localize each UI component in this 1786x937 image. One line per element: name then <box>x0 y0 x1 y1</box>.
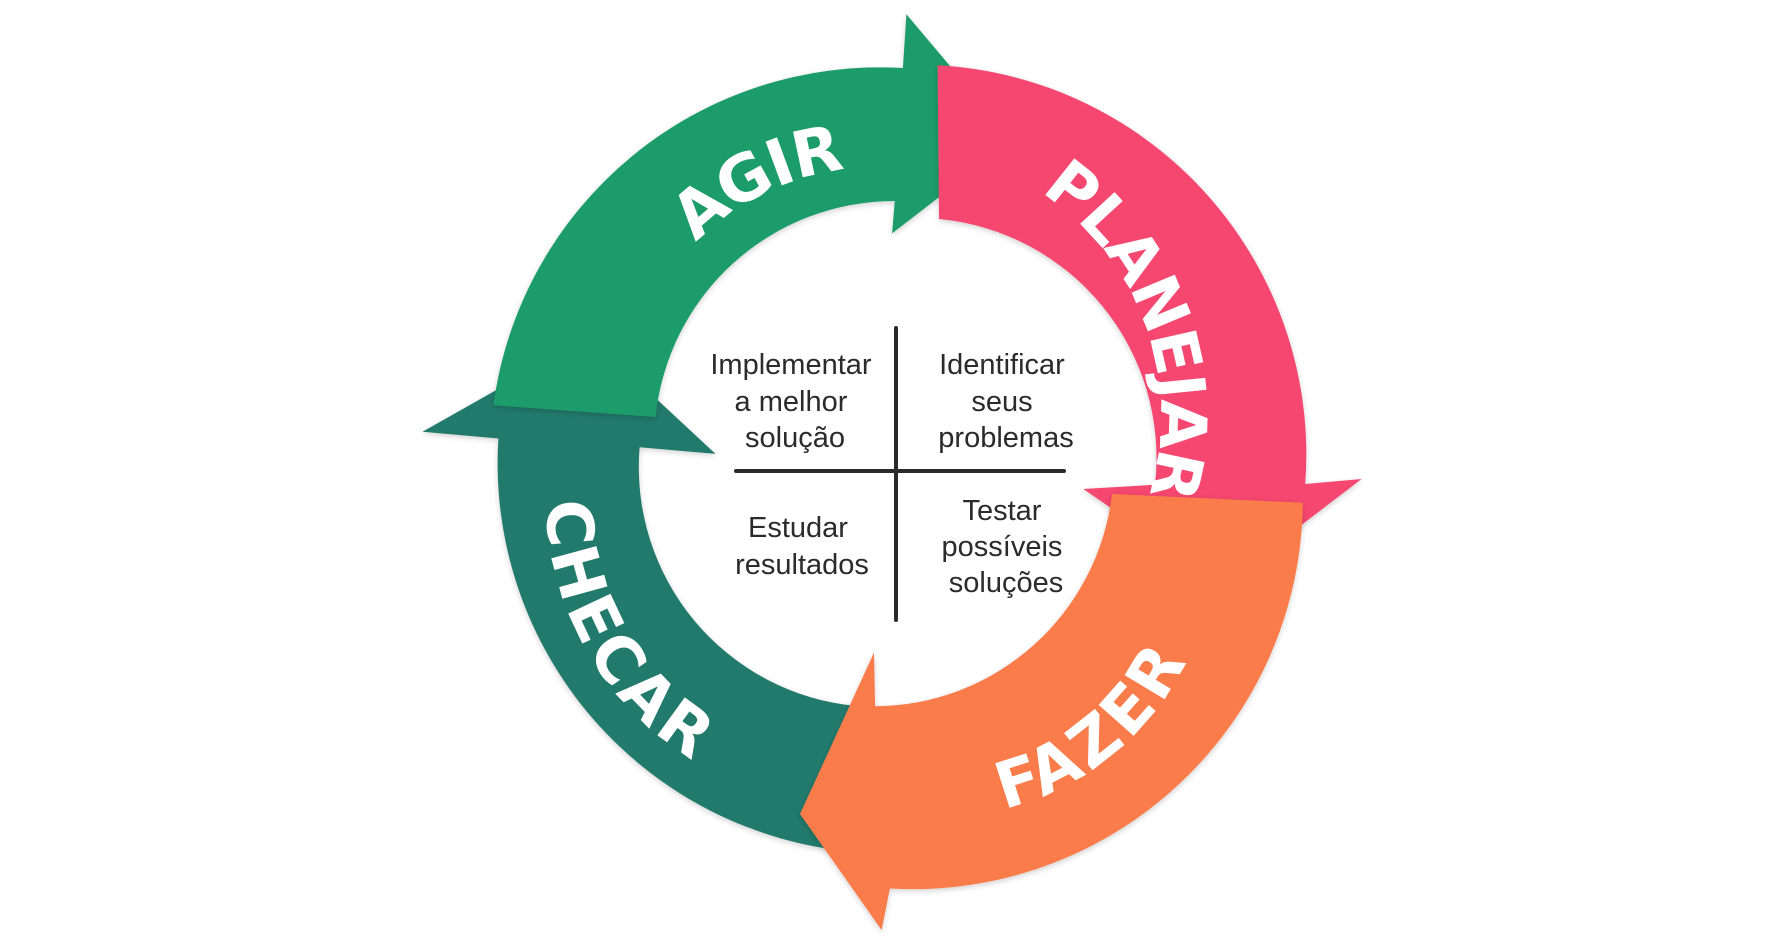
quadrant-top-right: Identificar seus problemas <box>938 349 1073 454</box>
checar-arrow <box>422 337 856 852</box>
fazer-arrow <box>800 494 1303 930</box>
planejar-arrow <box>937 65 1362 585</box>
agir-arrow <box>493 14 1013 418</box>
quadrant-top-left: Implementar a melhor solução <box>710 349 879 454</box>
quadrant-bottom-left: Estudar resultados <box>735 512 869 581</box>
quadrant-bottom-right: Testar possíveis soluções <box>942 495 1071 599</box>
